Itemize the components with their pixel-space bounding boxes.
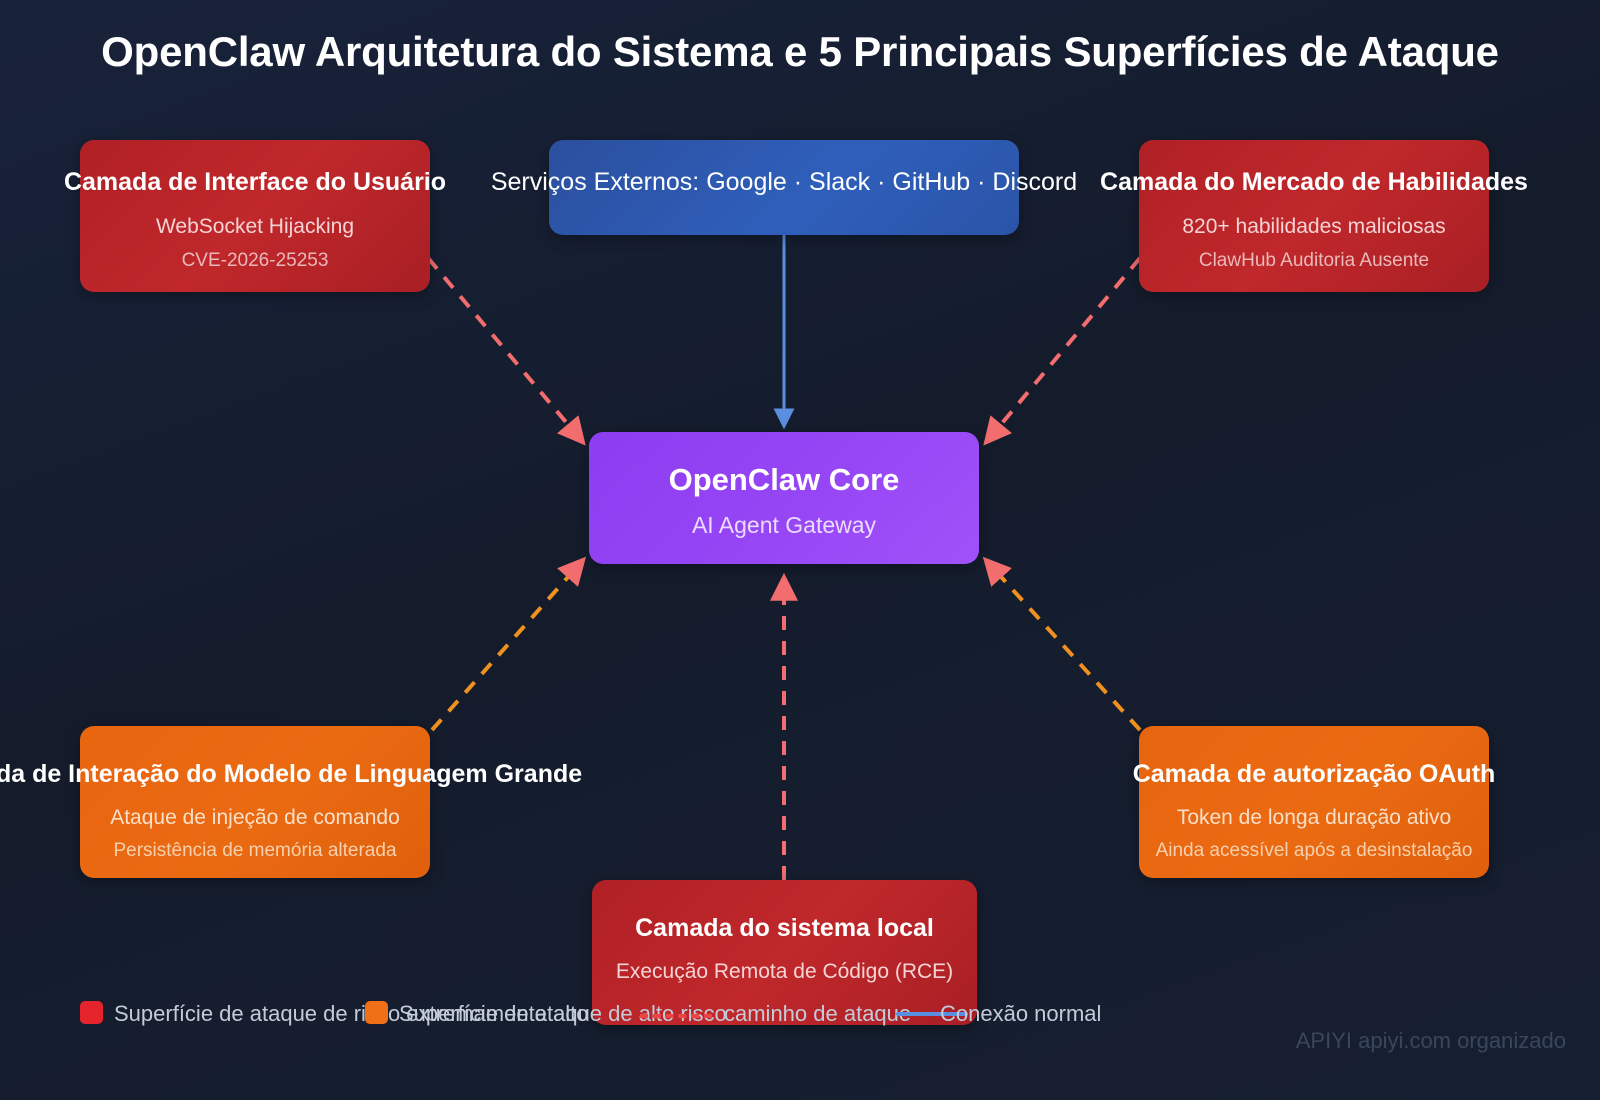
node-ui-layer-title: Camada de Interface do Usuário bbox=[63, 168, 447, 196]
edge-llm-to-core bbox=[430, 556, 587, 732]
node-external-services[interactable]: Serviços Externos: Google · Slack · GitH… bbox=[491, 140, 1077, 235]
node-ui-layer-line1: WebSocket Hijacking bbox=[155, 215, 355, 238]
legend-label-attack-path: caminho de ataque bbox=[724, 1001, 912, 1026]
legend-swatch-high bbox=[365, 1001, 388, 1024]
node-skill-market-layer-line2: ClawHub Auditoria Ausente bbox=[1198, 250, 1430, 271]
node-ui-layer[interactable]: Camada de Interface do Usuário WebSocket… bbox=[64, 140, 446, 292]
node-core-subtitle: AI Agent Gateway bbox=[691, 512, 877, 538]
edge-ui-to-core bbox=[426, 256, 586, 446]
legend-marker-attack-path bbox=[640, 1014, 712, 1018]
node-llm-layer-title: Camada de Interação do Modelo de Linguag… bbox=[0, 760, 583, 788]
node-ui-layer-line2: CVE-2026-25253 bbox=[181, 250, 329, 271]
watermark: APIYI apiyi.com organizado bbox=[1295, 1028, 1566, 1053]
legend-swatch-critical bbox=[80, 1001, 103, 1024]
legend-label-high: Superfície de ataque de alto risco bbox=[399, 1001, 727, 1026]
node-llm-layer[interactable]: Camada de Interação do Modelo de Linguag… bbox=[0, 726, 582, 878]
node-llm-layer-line1: Ataque de injeção de comando bbox=[110, 806, 400, 829]
node-local-system-layer-line1: Execução Remota de Código (RCE) bbox=[615, 960, 954, 983]
page-title: OpenClaw Arquitetura do Sistema e 5 Prin… bbox=[101, 28, 1499, 75]
legend-label-critical: Superfície de ataque de risco extremamen… bbox=[114, 1001, 589, 1026]
node-openclaw-core[interactable]: OpenClaw Core AI Agent Gateway bbox=[589, 432, 979, 564]
node-local-system-layer-title: Camada do sistema local bbox=[635, 914, 934, 942]
node-oauth-layer-title: Camada de autorização OAuth bbox=[1132, 760, 1496, 788]
node-oauth-layer-line1: Token de longa duração ativo bbox=[1176, 806, 1452, 829]
edge-skills-to-core bbox=[983, 256, 1142, 446]
legend-marker-normal-connection bbox=[896, 1012, 968, 1016]
node-external-services-label: Serviços Externos: Google · Slack · GitH… bbox=[490, 168, 1078, 196]
legend-label-normal-connection: Conexão normal bbox=[940, 1001, 1102, 1026]
node-local-system-layer[interactable]: Camada do sistema local Execução Remota … bbox=[592, 880, 977, 1025]
node-llm-layer-line2: Persistência de memória alterada bbox=[113, 840, 397, 861]
node-skill-market-layer-line1: 820+ habilidades maliciosas bbox=[1182, 215, 1446, 238]
node-core-title: OpenClaw Core bbox=[668, 462, 900, 497]
edge-oauth-to-core bbox=[982, 556, 1142, 732]
node-oauth-layer-line2: Ainda acessível após a desinstalação bbox=[1155, 840, 1473, 861]
node-oauth-layer[interactable]: Camada de autorização OAuth Token de lon… bbox=[1133, 726, 1495, 878]
node-skill-market-layer[interactable]: Camada do Mercado de Habilidades 820+ ha… bbox=[1100, 140, 1528, 292]
node-skill-market-layer-title: Camada do Mercado de Habilidades bbox=[1100, 168, 1528, 196]
